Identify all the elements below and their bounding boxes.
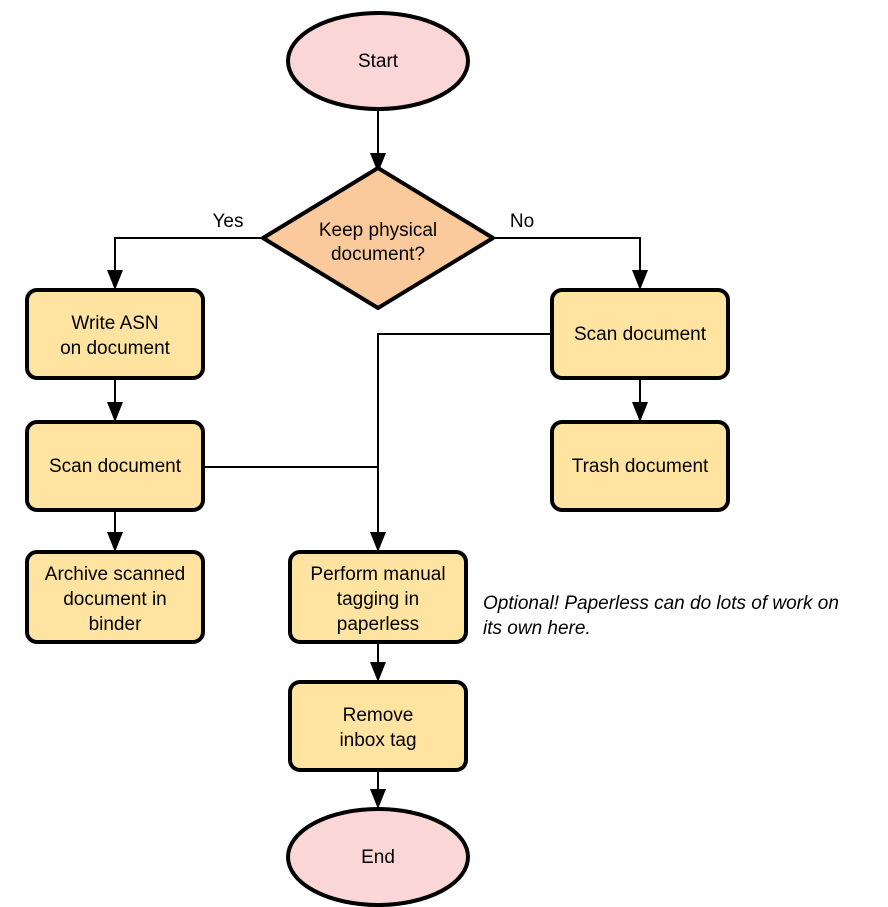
edge-scan-right-to-trash [632,378,648,422]
node-tagging-label-line2: tagging in [337,589,419,610]
edge-tagging-to-remove-inbox-tag [370,642,386,682]
node-archive-label-line1: Archive scanned [45,564,185,585]
node-perform-manual-tagging-in-paperless[interactable]: Perform manual tagging in paperless [288,550,468,644]
start-ellipse [286,11,470,111]
node-trash-document-label: Trash document [572,456,709,477]
node-keep-physical-document-label-line1: Keep physical [319,220,437,241]
remove-inbox-tag-box [288,680,468,772]
scan-document-right-box [550,288,730,380]
edge-decision-yes-to-write-asn: Yes [107,211,263,290]
node-scan-document-left-label: Scan document [49,456,182,477]
archive-scanned-box [25,550,205,644]
node-start[interactable]: Start [286,11,470,111]
node-archive-label-line2: document in [63,589,167,610]
edge-label-yes: Yes [213,211,244,232]
edge-scan-right-to-tagging [370,333,552,552]
end-ellipse [286,807,470,907]
write-asn-box [25,288,205,380]
node-tagging-label-line3: paperless [337,614,419,635]
edge-label-no: No [510,211,534,232]
scan-document-left-box [25,420,205,512]
edge-remove-inbox-tag-to-end [370,770,386,809]
trash-document-box [550,420,730,512]
node-tagging-label-line1: Perform manual [310,564,445,585]
optional-note-line2: its own here. [483,618,591,639]
node-remove-inbox-tag-label-line2: inbox tag [339,730,416,751]
perform-manual-tagging-box [288,550,468,644]
edge-decision-no-to-scan-right: No [493,211,648,290]
node-scan-document-right-label: Scan document [574,324,707,345]
node-scan-document-left[interactable]: Scan document [25,420,205,512]
node-archive-label-line3: binder [89,614,142,635]
edge-start-to-decision [370,109,386,173]
node-write-asn-on-document[interactable]: Write ASN on document [25,288,205,380]
node-keep-physical-document-label-line2: document? [331,244,425,265]
node-remove-inbox-tag-label-line1: Remove [343,705,414,726]
node-keep-physical-document[interactable]: Keep physical document? [261,166,495,310]
annotation-optional-note: Optional! Paperless can do lots of work … [483,593,839,639]
decision-diamond [261,166,495,310]
edge-write-asn-to-scan-left [107,378,123,422]
node-scan-document-right[interactable]: Scan document [550,288,730,380]
edge-scan-left-to-archive [107,510,123,552]
node-end-label: End [361,847,395,868]
optional-note-line1: Optional! Paperless can do lots of work … [483,593,839,614]
node-archive-scanned-document-in-binder[interactable]: Archive scanned document in binder [25,550,205,644]
node-end[interactable]: End [286,807,470,907]
node-start-label: Start [358,51,399,72]
node-write-asn-label-line1: Write ASN [71,313,158,334]
node-write-asn-label-line2: on document [60,338,171,359]
node-remove-inbox-tag[interactable]: Remove inbox tag [288,680,468,772]
node-trash-document[interactable]: Trash document [550,420,730,512]
